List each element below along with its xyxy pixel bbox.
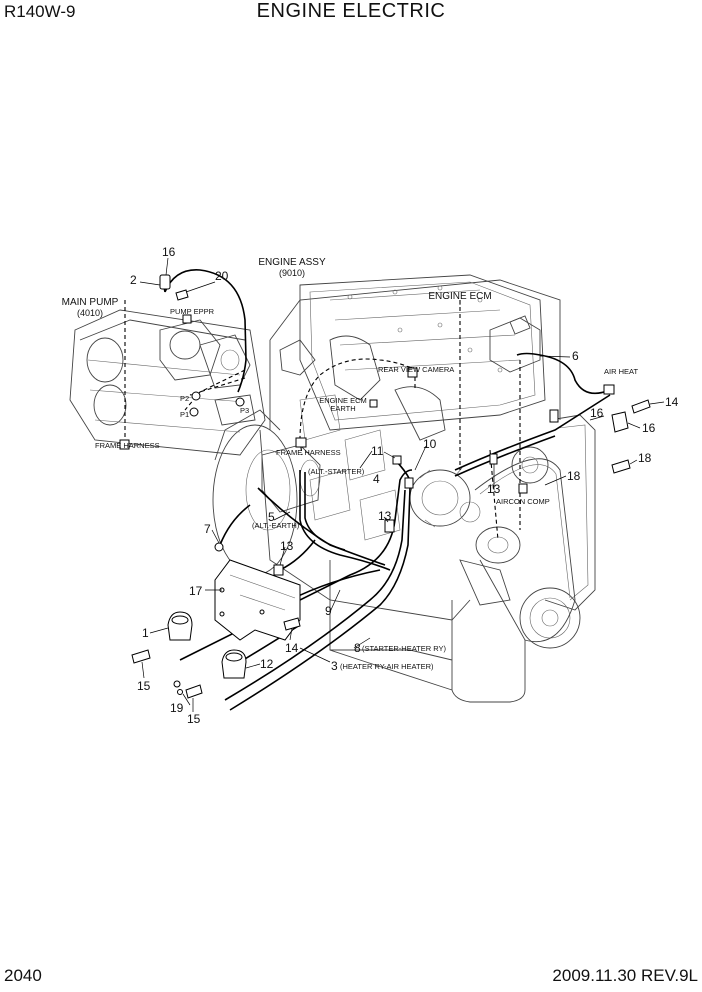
callout-2: 2 <box>130 273 137 287</box>
callout-14-right: 14 <box>665 395 679 409</box>
callout-16-mid: 16 <box>590 406 604 420</box>
main-pump-label: MAIN PUMP <box>62 297 119 308</box>
p3-label: P3 <box>240 406 249 415</box>
callout-6: 6 <box>572 349 579 363</box>
callout-8: 8 <box>354 641 361 655</box>
alt-starter-label: (ALT.-STARTER) <box>308 467 365 476</box>
pump-eppr-label: PUMP EPPR <box>170 307 215 316</box>
engine-ecm-earth-label-1: ENGINE ECM <box>319 396 367 405</box>
callout-20: 20 <box>215 269 229 283</box>
callout-7: 7 <box>204 522 211 536</box>
alt-earth-label: (ALT.-EARTH) <box>252 521 300 530</box>
callout-16-top: 16 <box>162 245 176 259</box>
callout-1: 1 <box>142 626 149 640</box>
callout-18-label: 18 <box>567 469 581 483</box>
leader-lines <box>139 257 665 712</box>
callout-12: 12 <box>260 657 274 671</box>
engine-assy-code: (9010) <box>279 268 305 278</box>
relay-bracket <box>131 559 301 699</box>
callout-11: 11 <box>371 444 384 458</box>
callout-13-right: 13 <box>487 482 501 496</box>
rear-view-camera-label: REAR VIEW CAMERA <box>378 365 454 374</box>
p1-label: P1 <box>180 410 189 419</box>
frame-harness-mid-label: FRAME HARNESS <box>276 448 341 457</box>
callout-4: 4 <box>373 472 380 486</box>
callout-15-bottom: 15 <box>187 712 201 726</box>
callout-10: 10 <box>423 437 437 451</box>
callout-13-left: 13 <box>280 539 294 553</box>
engine-body <box>212 274 596 703</box>
main-pump-code: (4010) <box>77 308 103 318</box>
engine-ecm-label: ENGINE ECM <box>428 291 491 302</box>
small-parts <box>119 274 651 576</box>
main-pump <box>69 309 266 456</box>
callout-19: 19 <box>170 701 184 715</box>
heater-air-heater-label: (HEATER RY-AIR HEATER) <box>340 662 434 671</box>
starter-heater-label: (STARTER-HEATER RY) <box>362 644 447 653</box>
page-number: 2040 <box>4 966 42 985</box>
harness-dashed <box>124 300 521 541</box>
callout-13-mid: 13 <box>378 509 392 523</box>
callout-9: 9 <box>325 604 332 618</box>
callout-5: 5 <box>268 510 275 524</box>
aircon-comp-label: AIRCON COMP <box>496 497 550 506</box>
engine-assy-label: ENGINE ASSY <box>258 257 326 268</box>
air-heat-label: AIR HEAT <box>604 367 638 376</box>
callout-14-mid: 14 <box>285 641 299 655</box>
callout-18: 18 <box>638 451 652 465</box>
callout-15-left: 15 <box>137 679 151 693</box>
callout-3: 3 <box>331 659 338 673</box>
frame-harness-left-label: FRAME HARNESS <box>95 441 160 450</box>
callout-17: 17 <box>189 584 203 598</box>
callout-16-right: 16 <box>642 421 656 435</box>
engine-ecm-earth-label-2: EARTH <box>330 404 355 413</box>
p2-label: P2 <box>180 394 189 403</box>
model-code: R140W-9 <box>4 2 76 21</box>
callout-numbers: 16 2 20 6 14 16 16 18 18 10 11 13 4 13 5… <box>130 245 679 726</box>
revision-date: 2009.11.30 REV.9L <box>552 966 698 985</box>
page-title: ENGINE ELECTRIC <box>256 0 446 22</box>
